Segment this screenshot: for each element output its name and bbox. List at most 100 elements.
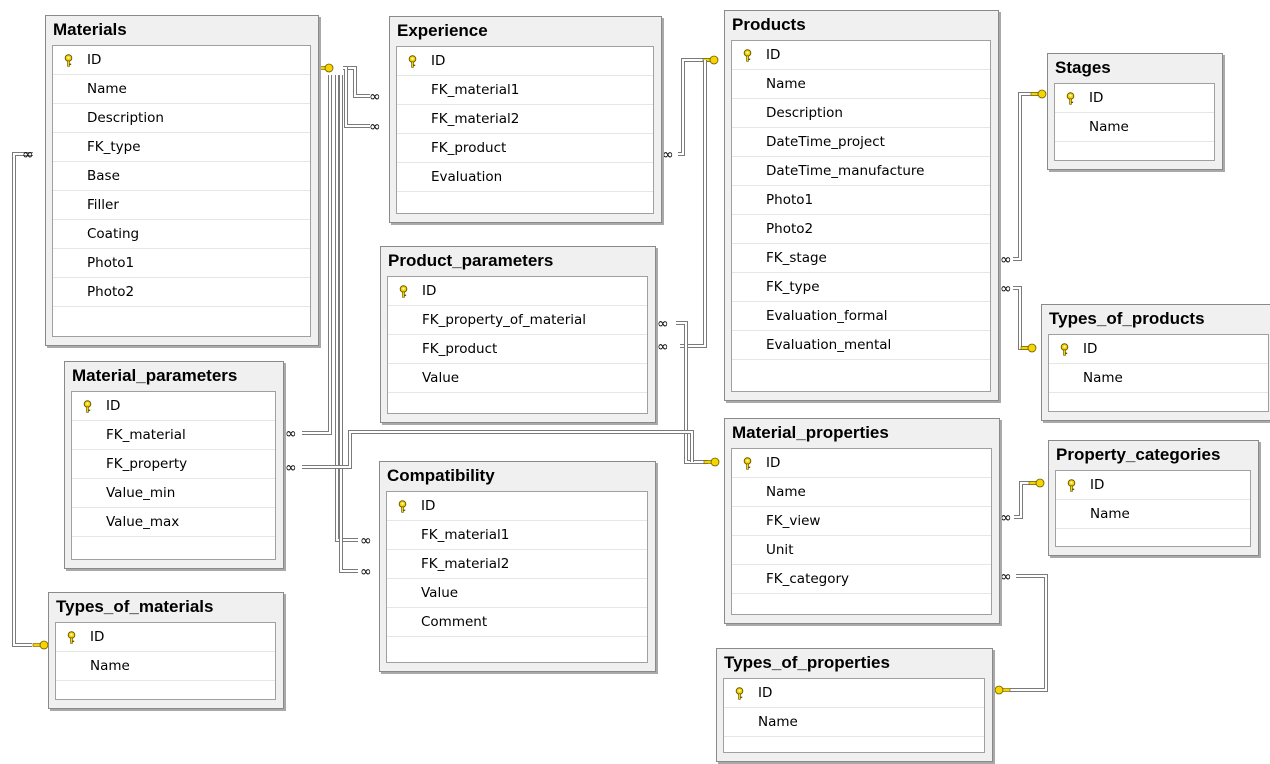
- infinity-icon: ∞: [1000, 569, 1012, 585]
- relationship-line-inner: [343, 67, 370, 127]
- column-row[interactable]: FK_type: [732, 273, 990, 302]
- column-row[interactable]: Name: [732, 70, 990, 99]
- key-icon: [1067, 478, 1075, 492]
- column-row[interactable]: FK_category: [732, 565, 991, 594]
- key-cell: [53, 220, 83, 248]
- column-row[interactable]: FK_stage: [732, 244, 990, 273]
- key-cell: [53, 278, 83, 306]
- column-row[interactable]: Name: [1049, 364, 1268, 393]
- column-row[interactable]: Value: [387, 579, 647, 608]
- column-row[interactable]: ID: [1055, 84, 1214, 113]
- relationship-line-inner: [302, 431, 693, 468]
- column-row[interactable]: Value: [388, 364, 647, 393]
- relationship-line-inner: [340, 75, 358, 572]
- column-row[interactable]: Photo1: [53, 249, 310, 278]
- column-row[interactable]: Name: [56, 652, 275, 681]
- column-row[interactable]: Evaluation_mental: [732, 331, 990, 360]
- column-row[interactable]: Photo2: [53, 278, 310, 307]
- column-row[interactable]: Name: [724, 708, 984, 737]
- column-row[interactable]: Photo1: [732, 186, 990, 215]
- column-row[interactable]: Value_min: [72, 479, 275, 508]
- column-row[interactable]: FK_material1: [387, 521, 647, 550]
- column-row[interactable]: Value_max: [72, 508, 275, 537]
- key-cell: [56, 623, 86, 651]
- column-row[interactable]: FK_material1: [397, 76, 653, 105]
- column-row[interactable]: ID: [724, 679, 984, 708]
- column-row[interactable]: ID: [1049, 335, 1268, 364]
- key-cell: [732, 215, 762, 243]
- column-row[interactable]: ID: [732, 41, 990, 70]
- column-row[interactable]: ID: [1056, 471, 1250, 500]
- column-row[interactable]: FK_property: [72, 450, 275, 479]
- column-row[interactable]: FK_product: [388, 335, 647, 364]
- column-row[interactable]: Comment: [387, 608, 647, 637]
- key-cell: [387, 521, 417, 549]
- column-row[interactable]: FK_property_of_material: [388, 306, 647, 335]
- column-row[interactable]: Photo2: [732, 215, 990, 244]
- column-row[interactable]: FK_type: [53, 133, 310, 162]
- column-row[interactable]: Name: [1056, 500, 1250, 529]
- column-row[interactable]: FK_view: [732, 507, 991, 536]
- column-name: ID: [1090, 477, 1105, 493]
- column-name: Base: [87, 168, 120, 184]
- key-icon: [67, 630, 75, 644]
- column-row[interactable]: ID: [387, 492, 647, 521]
- column-row[interactable]: Name: [53, 75, 310, 104]
- column-name: Name: [766, 484, 806, 500]
- column-name: Photo2: [766, 221, 814, 237]
- column-row[interactable]: FK_product: [397, 134, 653, 163]
- column-row[interactable]: ID: [53, 46, 310, 75]
- column-row[interactable]: ID: [72, 392, 275, 421]
- column-row[interactable]: ID: [397, 47, 653, 76]
- column-row[interactable]: DateTime_project: [732, 128, 990, 157]
- column-row[interactable]: Evaluation_formal: [732, 302, 990, 331]
- relationship-line-inner: [302, 75, 331, 434]
- column-name: Value: [421, 585, 459, 601]
- column-row[interactable]: ID: [56, 623, 275, 652]
- column-row[interactable]: Description: [53, 104, 310, 133]
- column-row[interactable]: ID: [732, 449, 991, 478]
- column-row[interactable]: Evaluation: [397, 163, 653, 192]
- key-cell: [388, 335, 418, 363]
- column-row[interactable]: DateTime_manufacture: [732, 157, 990, 186]
- column-row[interactable]: FK_material: [72, 421, 275, 450]
- column-row[interactable]: Description: [732, 99, 990, 128]
- key-icon: [994, 685, 1011, 695]
- key-cell: [53, 162, 83, 190]
- key-cell: [387, 579, 417, 607]
- key-icon: [735, 686, 743, 700]
- column-row[interactable]: Name: [732, 478, 991, 507]
- key-cell: [732, 331, 762, 359]
- key-cell: [388, 364, 418, 392]
- column-name: FK_product: [422, 341, 498, 357]
- column-row[interactable]: Base: [53, 162, 310, 191]
- key-icon: [64, 53, 72, 67]
- column-row[interactable]: Unit: [732, 536, 991, 565]
- column-row[interactable]: FK_material2: [397, 105, 653, 134]
- column-row[interactable]: Name: [1055, 113, 1214, 142]
- column-name: ID: [90, 629, 105, 645]
- column-row[interactable]: Coating: [53, 220, 310, 249]
- relationship-line: [339, 75, 358, 573]
- column-row[interactable]: ID: [388, 277, 647, 306]
- column-row[interactable]: Filler: [53, 191, 310, 220]
- column-row[interactable]: FK_material2: [387, 550, 647, 579]
